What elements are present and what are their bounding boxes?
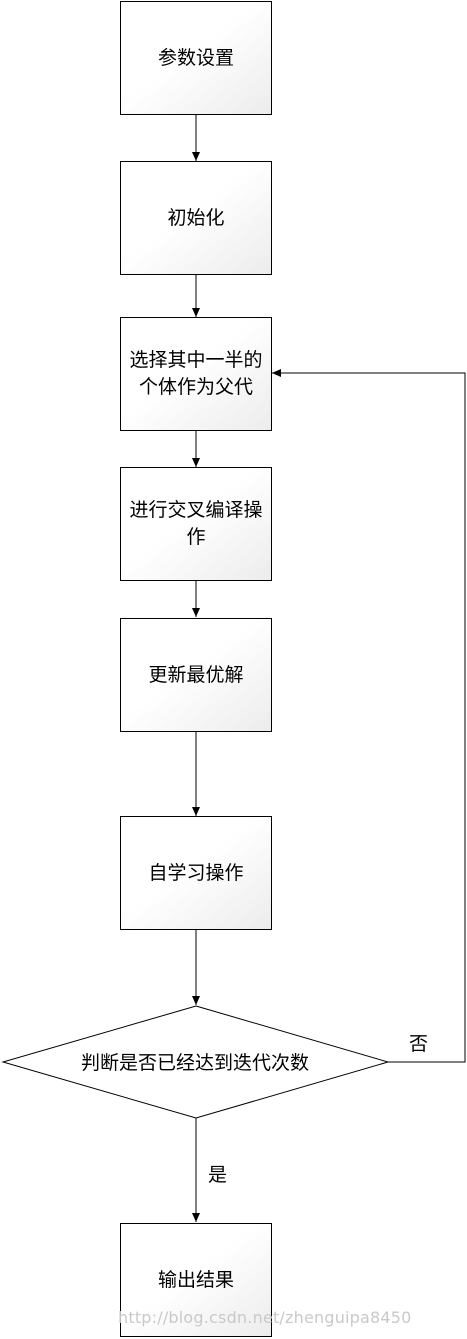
step-crossover: 进行交叉编译操作	[120, 467, 272, 581]
step-select-parents: 选择其中一半的个体作为父代	[120, 317, 272, 431]
step-update-label: 更新最优解	[148, 663, 244, 686]
step-select-label: 选择其中一半的个体作为父代	[129, 349, 263, 398]
no-branch-label: 否	[409, 1033, 429, 1055]
step-output: 输出结果	[120, 1223, 272, 1337]
decision-label: 判断是否已经达到迭代次数	[80, 1051, 309, 1074]
step-self-learning: 自学习操作	[120, 816, 272, 930]
step-init-label: 初始化	[167, 206, 225, 229]
step-update-best: 更新最优解	[120, 618, 272, 732]
step-selflearn-label: 自学习操作	[148, 861, 244, 884]
watermark: http://blog.csdn.net/zhenguipa8450	[118, 1308, 412, 1327]
step-output-label: 输出结果	[157, 1268, 234, 1291]
step-params-label: 参数设置	[157, 46, 234, 69]
yes-branch-label: 是	[208, 1164, 228, 1186]
arrow-no-loop-back	[272, 369, 466, 1063]
step-init: 初始化	[120, 161, 272, 275]
step-params: 参数设置	[120, 1, 272, 115]
step-crossover-label: 进行交叉编译操作	[129, 499, 263, 548]
